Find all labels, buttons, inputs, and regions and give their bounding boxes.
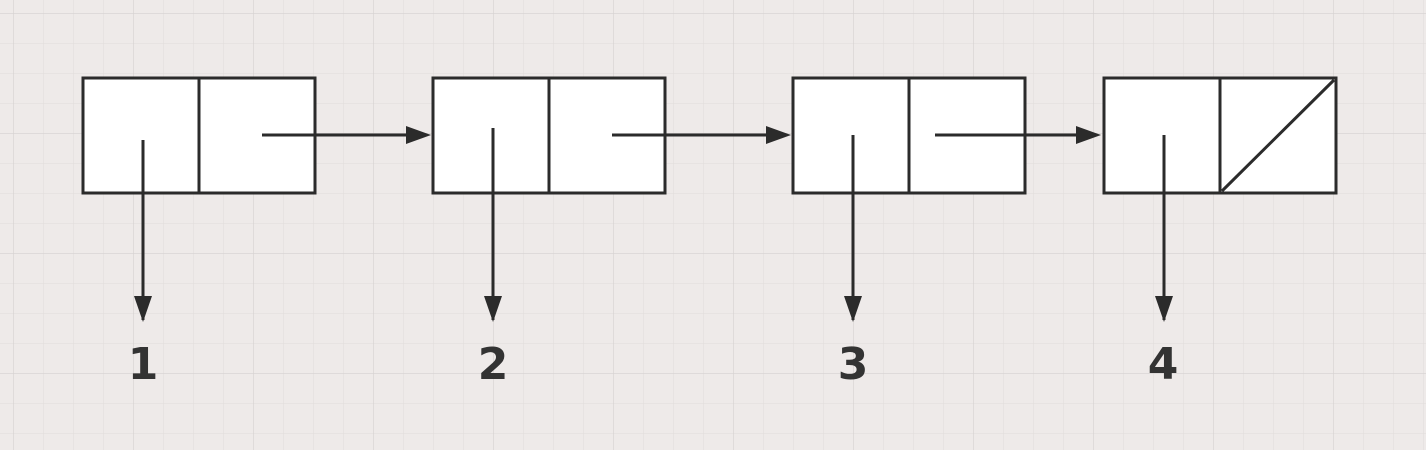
value-pointer-arrowhead-2	[484, 296, 502, 322]
next-pointer-arrowhead-2	[766, 126, 791, 144]
value-pointer-arrowhead-4	[1155, 296, 1173, 322]
next-pointer-arrowhead-1	[406, 126, 431, 144]
null-pointer-slash	[1220, 78, 1336, 193]
node-1-value-cell	[81, 76, 201, 195]
node-4-value-cell	[1102, 76, 1222, 195]
list-node-4	[1102, 76, 1338, 195]
value-pointer-arrowhead-1	[134, 296, 152, 322]
node-2-value-label: 2	[478, 339, 509, 390]
node-2-value-cell	[431, 76, 551, 195]
node-4-value-label: 4	[1148, 339, 1179, 390]
list-node-2	[431, 76, 667, 195]
node-3-value-label: 3	[838, 339, 869, 390]
next-pointer-arrowhead-3	[1076, 126, 1101, 144]
value-pointer-arrowhead-3	[844, 296, 862, 322]
node-1-value-label: 1	[128, 339, 159, 390]
node-3-value-cell	[791, 76, 911, 195]
